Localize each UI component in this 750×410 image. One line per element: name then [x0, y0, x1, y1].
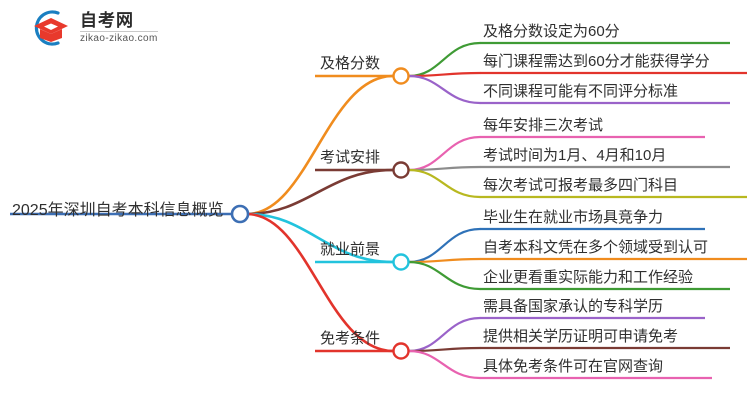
watermark-text: 自考网 zikao-zikao.com: [80, 12, 158, 44]
branch-node-label[interactable]: 考试安排: [320, 149, 381, 166]
leaf-node-label[interactable]: 及格分数设定为60分: [483, 23, 620, 40]
watermark-subtitle: zikao-zikao.com: [80, 31, 158, 44]
branch-connector: [245, 212, 395, 264]
graduation-cap-logo-icon: [34, 10, 68, 46]
leaf-node-label[interactable]: 毕业生在就业市场具竞争力: [483, 209, 664, 226]
branch-connector: [245, 168, 395, 216]
leaf-node-label[interactable]: 需具备国家承认的专科学历: [483, 298, 664, 315]
branch-node-circle[interactable]: [392, 253, 410, 271]
leaf-node-label[interactable]: 企业更看重实际能力和工作经验: [483, 269, 694, 286]
leaf-connector: [407, 135, 482, 172]
leaf-connector: [407, 168, 482, 199]
leaf-node-label[interactable]: 不同课程可能有不同评分标准: [483, 83, 679, 100]
leaf-node-label[interactable]: 每门课程需达到60分才能获得学分: [483, 53, 710, 70]
leaf-connector: [407, 41, 482, 78]
branch-node-circle[interactable]: [392, 161, 410, 179]
branch-node-label[interactable]: 免考条件: [320, 330, 381, 347]
leaf-connector: [407, 260, 482, 291]
leaf-node-label[interactable]: 具体免考条件可在官网查询: [483, 358, 664, 375]
leaf-node-label[interactable]: 提供相关学历证明可申请免考: [483, 328, 679, 345]
leaf-node-label[interactable]: 考试时间为1月、4月和10月: [483, 147, 667, 164]
branch-node-circle[interactable]: [392, 67, 410, 85]
branch-node-label[interactable]: 就业前景: [320, 241, 381, 258]
leaf-node-label[interactable]: 每次考试可报考最多四门科目: [483, 177, 679, 194]
watermark-title: 自考网: [80, 11, 134, 30]
root-node-circle[interactable]: [230, 204, 250, 224]
branch-connector: [245, 74, 395, 216]
branch-node-circle[interactable]: [392, 342, 410, 360]
branch-connector: [245, 212, 395, 353]
leaf-node-label[interactable]: 每年安排三次考试: [483, 117, 604, 134]
site-watermark: 自考网 zikao-zikao.com: [28, 8, 158, 48]
leaf-connector: [407, 74, 482, 105]
leaf-node-label[interactable]: 自考本科文凭在多个领域受到认可: [483, 239, 709, 256]
branch-node-label[interactable]: 及格分数: [320, 55, 381, 72]
root-node-label[interactable]: 2025年深圳自考本科信息概览: [12, 202, 224, 219]
leaf-connector: [407, 227, 482, 264]
leaf-connector: [407, 349, 482, 380]
leaf-connector: [407, 316, 482, 353]
